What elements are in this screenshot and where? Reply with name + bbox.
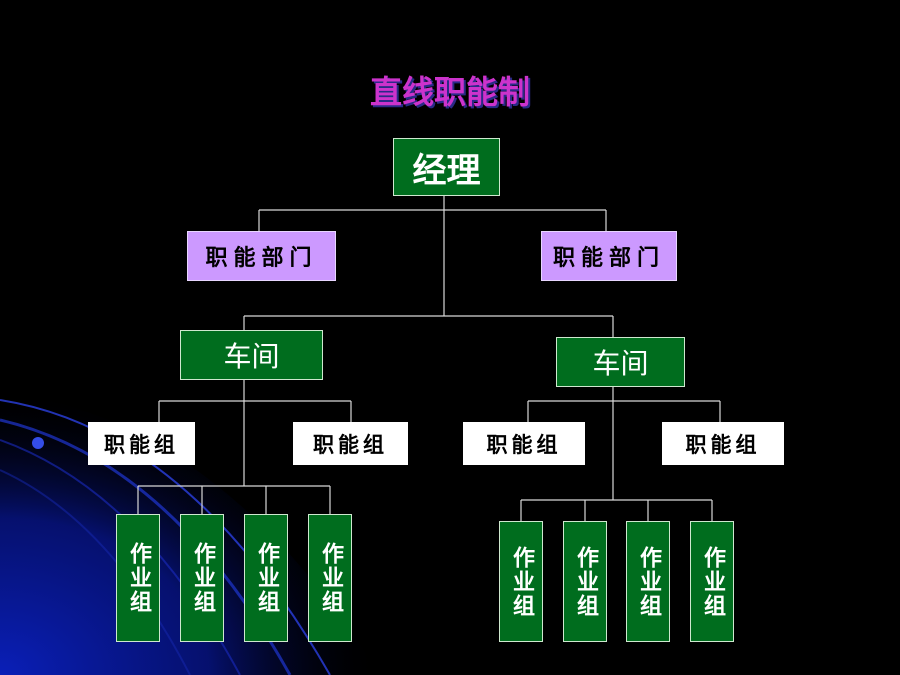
functional-group-node: 职能组 [88,422,195,465]
work-group-node: 作业组 [180,514,224,642]
workshop-node: 车间 [180,330,323,380]
diagram-title: 直线职能制 [369,73,530,111]
work-group-node: 作业组 [244,514,288,642]
work-group-node: 作业组 [499,521,543,642]
functional-group-node: 职能组 [662,422,784,465]
work-group-node: 作业组 [626,521,670,642]
work-group-node: 作业组 [116,514,160,642]
functional-department-node: 职能部门 [187,231,336,281]
workshop-node: 车间 [556,337,685,387]
functional-department-node: 职能部门 [541,231,677,281]
work-group-node: 作业组 [563,521,607,642]
functional-group-node: 职能组 [463,422,585,465]
work-group-node: 作业组 [308,514,352,642]
work-group-node: 作业组 [690,521,734,642]
functional-group-node: 职能组 [293,422,408,465]
manager-node: 经理 [393,138,500,196]
